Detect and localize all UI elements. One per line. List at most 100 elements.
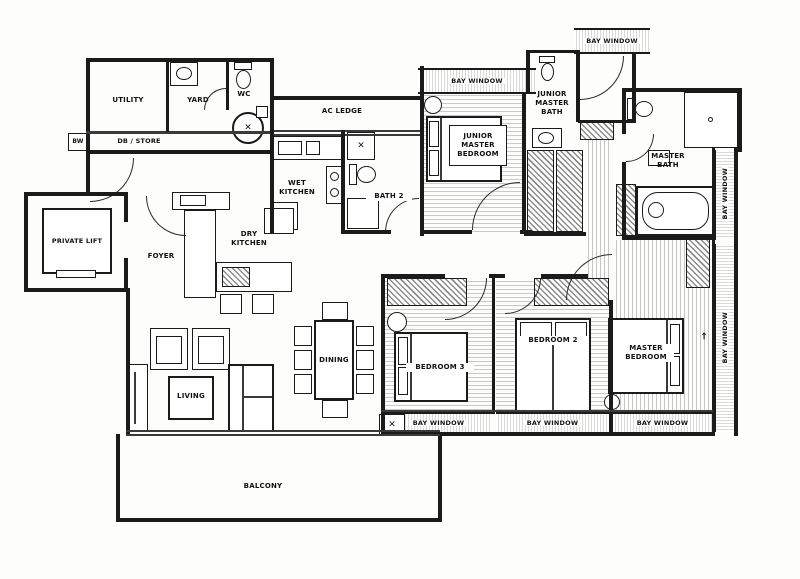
wall xyxy=(578,120,636,123)
x-glyph: ✕ xyxy=(388,420,396,430)
wall xyxy=(381,432,713,436)
wall xyxy=(622,88,742,92)
tv-console-icon xyxy=(128,364,148,432)
wardrobe-hatch-corridor-right xyxy=(556,150,583,232)
bed-line xyxy=(440,118,442,180)
bay-window-right-master-bath: BAY WINDOW xyxy=(714,150,736,238)
room-label-ac-ledge: AC LEDGE xyxy=(321,107,363,115)
room-label-junior-master-bedroom: JUNIOR MASTER BEDROOM xyxy=(449,124,507,167)
wall xyxy=(522,92,526,234)
wall xyxy=(86,58,274,62)
coffee-table-icon xyxy=(168,376,214,420)
bay-window-label: BAY WINDOW xyxy=(720,166,729,222)
pillow-icon xyxy=(398,337,408,365)
wall xyxy=(126,288,130,434)
shower-drain-icon xyxy=(708,117,713,122)
room-label-junior-master-bath: JUNIOR MASTER BATH xyxy=(535,90,569,117)
armchair-cushion-icon xyxy=(156,336,182,364)
sofa-icon xyxy=(228,364,274,432)
room-label-bedroom2: BEDROOM 2 xyxy=(517,336,589,346)
pillow-icon xyxy=(429,150,439,176)
bay-window-right-master-bedroom: BAY WINDOW xyxy=(714,244,736,432)
wall xyxy=(86,150,274,154)
wall xyxy=(270,58,274,234)
room-label-bw: BW xyxy=(72,138,84,145)
wall xyxy=(576,54,580,122)
toilet-bowl-icon xyxy=(635,101,653,117)
room-label-wc: WC xyxy=(237,90,251,98)
laundry-sink-basin-icon xyxy=(176,67,192,80)
tv-line xyxy=(134,372,136,424)
armchair-cushion-icon xyxy=(198,336,224,364)
bay-window-label: BAY WINDOW xyxy=(524,418,581,427)
window-line xyxy=(126,430,440,432)
stove-burner-icon xyxy=(330,172,339,181)
pillow-icon xyxy=(520,322,552,337)
wall xyxy=(524,232,586,236)
toilet-tank-icon xyxy=(539,56,555,63)
island-sink-hatch xyxy=(222,267,250,287)
wall xyxy=(124,258,128,292)
bath-sink-icon xyxy=(648,150,670,166)
toilet-bowl-icon xyxy=(357,166,376,183)
wall xyxy=(526,50,580,53)
dining-chair-icon xyxy=(322,400,348,418)
wall xyxy=(381,274,385,436)
wall xyxy=(526,50,530,94)
kitchen-sink-icon xyxy=(278,141,302,155)
pillow-icon xyxy=(429,121,439,147)
fridge-icon xyxy=(264,208,294,234)
washing-machine-icon: ✕ xyxy=(232,112,264,144)
wall xyxy=(24,192,128,196)
lift-sill-icon xyxy=(56,270,96,278)
x-glyph: ✕ xyxy=(357,141,365,151)
bay-window-bottom-bedroom2: BAY WINDOW xyxy=(496,412,609,434)
wall xyxy=(541,274,588,278)
wall xyxy=(712,148,715,436)
door-swing-arc-top-right-room xyxy=(580,56,624,100)
pillow-icon xyxy=(670,356,680,386)
bay-window-bottom-master-bedroom: BAY WINDOW xyxy=(613,412,712,434)
room-label-bath2: BATH 2 xyxy=(366,192,412,202)
wall xyxy=(86,154,90,196)
room-label-db-store: DB / STORE xyxy=(117,137,161,145)
bathtub-faucet-icon xyxy=(648,202,664,218)
toilet-bowl-icon xyxy=(541,63,554,81)
wall xyxy=(438,434,442,522)
room-label-wet-kitchen: WET KITCHEN xyxy=(279,179,315,197)
wall xyxy=(420,230,472,234)
dining-chair-icon xyxy=(294,350,312,370)
vanity-basin-icon xyxy=(538,132,554,144)
room-label-dining: DINING xyxy=(319,356,349,364)
room-label-balcony: BALCONY xyxy=(243,482,283,490)
wall xyxy=(341,230,391,234)
shower-stall-icon xyxy=(684,92,738,148)
bay-window-label: BAY WINDOW xyxy=(584,36,640,45)
wc-sink-icon xyxy=(256,106,268,118)
sofa-line xyxy=(244,396,272,398)
room-label-yard: YARD xyxy=(187,96,209,104)
wall xyxy=(116,434,120,522)
heater-shaft-icon: ✕ xyxy=(347,132,375,160)
stool-icon xyxy=(252,294,274,314)
laundry-sink-icon xyxy=(170,62,198,86)
wall xyxy=(420,66,424,236)
wall xyxy=(622,162,626,240)
kitchen-sink-icon xyxy=(306,141,320,155)
wall xyxy=(609,300,613,436)
side-table-icon xyxy=(424,96,442,114)
dining-chair-icon xyxy=(356,326,374,346)
room-label-master-bedroom: MASTER BEDROOM xyxy=(618,344,674,363)
kitchen-counter-icon xyxy=(184,210,216,298)
wall xyxy=(492,278,495,414)
wall xyxy=(86,58,90,154)
dining-chair-icon xyxy=(322,302,348,320)
bay-window-label: BAY WINDOW xyxy=(449,76,505,85)
wall xyxy=(738,88,742,152)
room-label-living: LIVING xyxy=(177,392,205,400)
dining-table-icon xyxy=(314,320,354,400)
room-label-bedroom3: BEDROOM 3 xyxy=(406,363,474,373)
wardrobe-hatch-corridor-top xyxy=(580,122,614,140)
toilet-tank-icon xyxy=(234,62,252,70)
bay-window-label: BAY WINDOW xyxy=(720,310,729,366)
